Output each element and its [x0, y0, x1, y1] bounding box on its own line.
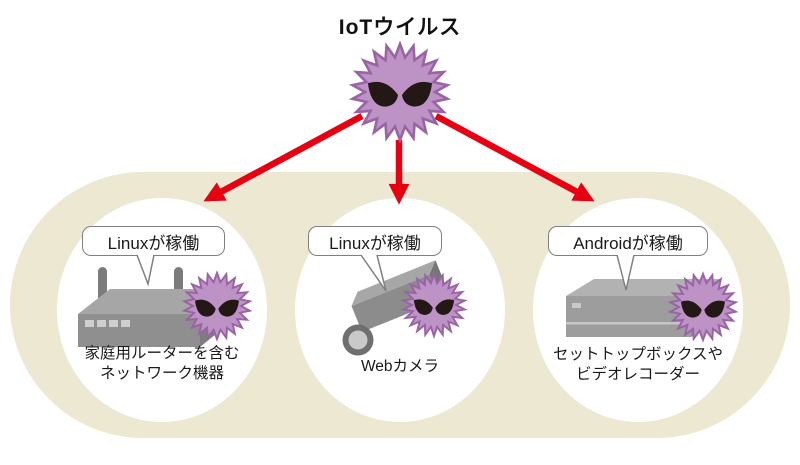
webcam-caption: Webカメラ	[300, 357, 500, 377]
settopbox-caption: セットトップボックスや ビデオレコーダー	[513, 345, 763, 385]
router-os-bubble: Linuxが稼働	[82, 226, 225, 256]
settopbox-os-bubble: Androidが稼働	[548, 226, 708, 256]
webcam-os-bubble: Linuxが稼働	[308, 226, 442, 256]
iot-virus-icon	[348, 40, 452, 144]
diagram-title: IoTウイルス	[338, 16, 462, 39]
settopbox-caption-line1: セットトップボックスや	[552, 346, 724, 363]
webcam-os-label: Linuxが稼働	[329, 233, 421, 253]
settopbox-os-label: Androidが稼働	[573, 233, 683, 253]
webcam-caption-line1: Webカメラ	[360, 358, 440, 375]
router-caption-line2: ネットワーク機器	[99, 365, 224, 382]
router-caption: 家庭用ルーターを含む ネットワーク機器	[37, 344, 287, 384]
settopbox-caption-line2: ビデオレコーダー	[575, 366, 700, 383]
router-os-label: Linuxが稼働	[107, 233, 200, 253]
router-caption-line1: 家庭用ルーターを含む	[84, 345, 240, 362]
